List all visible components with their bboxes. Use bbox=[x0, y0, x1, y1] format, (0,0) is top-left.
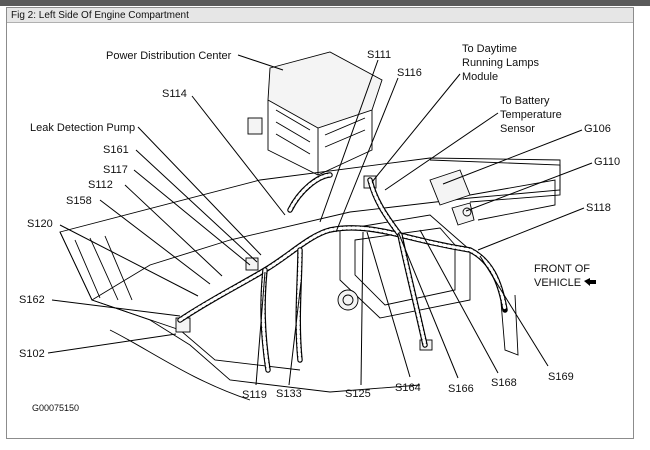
callout-labels: Power Distribution Center S111 S116 To D… bbox=[19, 43, 620, 413]
label-s112: S112 bbox=[88, 179, 113, 191]
label-s119: S119 bbox=[242, 389, 267, 401]
label-s164: S164 bbox=[395, 382, 421, 394]
radiator-support bbox=[429, 159, 561, 203]
label-s118: S118 bbox=[586, 202, 611, 214]
label-g106: G106 bbox=[584, 123, 611, 135]
lower-body-line bbox=[91, 299, 421, 393]
leader-lines bbox=[47, 54, 593, 386]
label-power-distribution-center: Power Distribution Center bbox=[106, 50, 232, 62]
label-s133: S133 bbox=[276, 388, 302, 400]
figure-caption: Fig 2: Left Side Of Engine Compartment bbox=[7, 8, 633, 23]
pdc-cover bbox=[267, 51, 383, 129]
label-s120: S120 bbox=[27, 218, 53, 230]
label-s162: S162 bbox=[19, 294, 45, 306]
label-battery-temperature-sensor-2: Temperature bbox=[500, 109, 562, 121]
label-s114: S114 bbox=[162, 88, 187, 100]
support-bracket bbox=[469, 179, 556, 221]
label-s161: S161 bbox=[103, 144, 129, 156]
label-s168: S168 bbox=[491, 377, 517, 389]
figure-frame: Fig 2: Left Side Of Engine Compartment bbox=[6, 7, 634, 439]
label-s158: S158 bbox=[66, 195, 92, 207]
label-s125: S125 bbox=[345, 388, 371, 400]
battery-tray bbox=[339, 214, 471, 319]
label-daytime-running-lamps-3: Module bbox=[462, 71, 498, 83]
ground-bracket-g106 bbox=[429, 169, 471, 206]
label-s169: S169 bbox=[548, 371, 574, 383]
pdc-bolt bbox=[247, 117, 263, 135]
fender-ribs bbox=[74, 235, 133, 301]
figure-code: G00075150 bbox=[32, 403, 79, 413]
label-front-of-vehicle-1: FRONT OF bbox=[534, 263, 590, 275]
label-g110: G110 bbox=[594, 156, 620, 168]
engine-compartment-artwork bbox=[59, 51, 561, 401]
pointing-hand-arrow-icon bbox=[584, 278, 596, 286]
label-s116: S116 bbox=[397, 67, 422, 79]
wire-harnesses bbox=[177, 172, 508, 373]
label-s102: S102 bbox=[19, 348, 45, 360]
label-leak-detection-pump: Leak Detection Pump bbox=[30, 122, 135, 134]
label-s166: S166 bbox=[448, 383, 474, 395]
battery-outline bbox=[354, 227, 456, 306]
inner-fender-panel bbox=[59, 157, 561, 301]
label-s111: S111 bbox=[367, 49, 391, 61]
label-s117: S117 bbox=[103, 164, 128, 176]
window-top-bar bbox=[0, 0, 650, 6]
wheel-well-arc bbox=[109, 329, 251, 401]
connector-s161 bbox=[245, 257, 259, 271]
label-front-of-vehicle-2: VEHICLE bbox=[534, 277, 581, 289]
pump-inner bbox=[342, 294, 354, 306]
pdc-fuse-rows bbox=[275, 109, 366, 155]
label-daytime-running-lamps-1: To Daytime bbox=[462, 43, 517, 55]
label-battery-temperature-sensor-3: Sensor bbox=[500, 123, 535, 135]
label-daytime-running-lamps-2: Running Lamps bbox=[462, 57, 540, 69]
support-leg bbox=[499, 289, 519, 356]
label-battery-temperature-sensor-1: To Battery bbox=[500, 95, 550, 107]
leak-detection-pump bbox=[337, 289, 359, 311]
